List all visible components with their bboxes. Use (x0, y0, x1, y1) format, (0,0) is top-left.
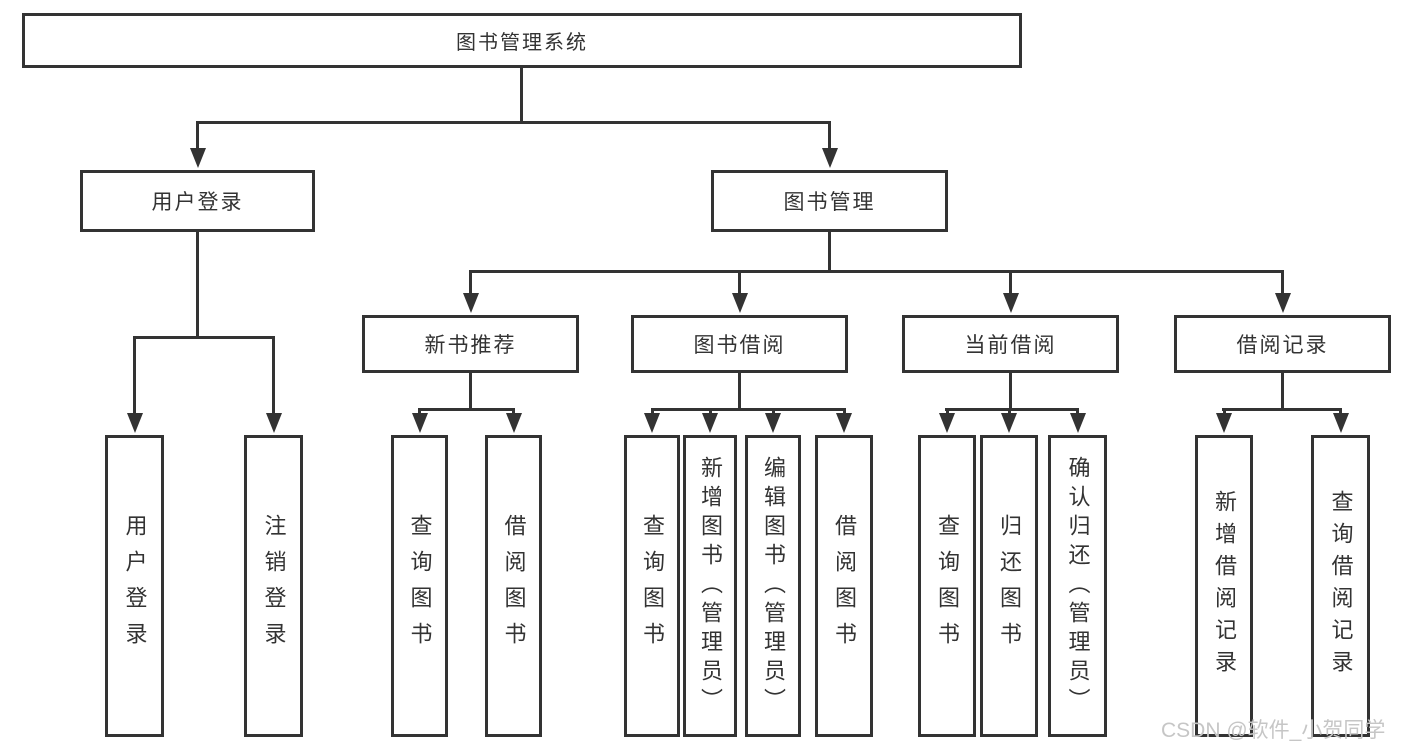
book-borrow-children-drop-0 (650, 408, 654, 415)
leaf-user-login-label: 用户登录 (122, 514, 148, 658)
book-mgmt-children-arrowhead-icon (462, 293, 479, 313)
book-borrow-children-arrowhead-icon (644, 413, 660, 433)
user-login-children-bar (133, 336, 275, 339)
book-mgmt-children-bar (469, 270, 1284, 273)
leaf-current-query-books: 查询图书 (918, 435, 976, 737)
node-borrow-record-label: 借阅记录 (1236, 334, 1329, 357)
leaf-add-borrow-record: 新增借阅记录 (1195, 435, 1253, 737)
current-borrow-children-stub (1009, 373, 1012, 411)
current-borrow-children-drop-0 (945, 408, 949, 415)
current-borrow-children-drop-2 (1076, 408, 1079, 415)
node-borrow-record: 借阅记录 (1174, 315, 1391, 373)
book-mgmt-children-arrowhead-icon (1002, 293, 1019, 313)
current-borrow-children-arrowhead-icon (939, 413, 955, 433)
new-book-rec-children-bar (418, 408, 515, 411)
leaf-recommend-query-books-label: 查询图书 (407, 514, 433, 658)
node-book-borrow-label: 图书借阅 (693, 334, 786, 357)
node-current-borrow-label: 当前借阅 (964, 334, 1057, 357)
leaf-confirm-return-admin: 确认归还（管理员） (1048, 435, 1107, 737)
leaf-query-borrow-record-label: 查询借阅记录 (1328, 490, 1354, 682)
node-book-management-label: 图书管理 (783, 191, 876, 214)
book-mgmt-children-drop-1 (738, 270, 741, 295)
leaf-add-books-admin-label: 新增图书（管理员） (698, 455, 723, 717)
book-borrow-children-drop-1 (708, 408, 712, 415)
leaf-current-query-books-label: 查询图书 (935, 514, 960, 658)
leaf-borrow-books-label: 借阅图书 (832, 514, 857, 658)
leaf-add-books-admin: 新增图书（管理员） (683, 435, 737, 737)
root-to-level2-arrowhead-icon (821, 148, 838, 168)
book-mgmt-children-drop-3 (1281, 270, 1284, 295)
root-to-level2-arrowhead-icon (189, 148, 206, 168)
leaf-borrow-books: 借阅图书 (815, 435, 873, 737)
new-book-rec-children-stub (469, 373, 472, 411)
book-mgmt-children-arrowhead-icon (1274, 293, 1291, 313)
current-borrow-children-drop-1 (1007, 408, 1011, 415)
node-current-borrow: 当前借阅 (902, 315, 1119, 373)
user-login-children-stub (196, 232, 199, 339)
leaf-logout: 注销登录 (244, 435, 303, 737)
current-borrow-children-arrowhead-icon (1069, 413, 1086, 433)
leaf-return-books: 归还图书 (980, 435, 1038, 737)
user-login-children-drop-0 (133, 336, 136, 415)
new-book-rec-children-drop-0 (418, 408, 421, 415)
book-mgmt-children-stub (828, 232, 831, 273)
new-book-rec-children-arrowhead-icon (411, 413, 428, 433)
book-borrow-children-drop-2 (771, 408, 775, 415)
leaf-borrow-query-books: 查询图书 (624, 435, 680, 737)
node-root: 图书管理系统 (22, 13, 1022, 68)
book-borrow-children-arrowhead-icon (765, 413, 781, 433)
leaf-edit-books-admin: 编辑图书（管理员） (745, 435, 801, 737)
book-borrow-children-stub (738, 373, 741, 411)
leaf-return-books-label: 归还图书 (997, 514, 1022, 658)
root-to-level2-drop-1 (828, 121, 831, 150)
leaf-recommend-query-books: 查询图书 (391, 435, 448, 737)
leaf-confirm-return-admin-label: 确认归还（管理员） (1065, 455, 1091, 717)
borrow-record-children-drop-0 (1222, 408, 1226, 415)
book-borrow-children-bar (651, 408, 846, 411)
leaf-recommend-borrow-books-label: 借阅图书 (501, 514, 527, 658)
borrow-record-children-stub (1281, 373, 1284, 411)
leaf-user-login: 用户登录 (105, 435, 164, 737)
book-mgmt-children-drop-0 (469, 270, 472, 295)
node-book-borrow: 图书借阅 (631, 315, 848, 373)
borrow-record-children-arrowhead-icon (1332, 413, 1349, 433)
leaf-add-borrow-record-label: 新增借阅记录 (1212, 490, 1237, 682)
root-to-level2-drop-0 (196, 121, 199, 150)
book-borrow-children-arrowhead-icon (836, 413, 852, 433)
current-borrow-children-arrowhead-icon (1001, 413, 1017, 433)
leaf-edit-books-admin-label: 编辑图书（管理员） (761, 455, 786, 717)
new-book-rec-children-drop-1 (512, 408, 515, 415)
book-borrow-children-arrowhead-icon (702, 413, 718, 433)
user-login-children-arrowhead-icon (265, 413, 282, 433)
root-to-level2-bar (196, 121, 831, 124)
leaf-recommend-borrow-books: 借阅图书 (485, 435, 542, 737)
borrow-record-children-arrowhead-icon (1216, 413, 1232, 433)
node-root-label: 图书管理系统 (456, 32, 588, 54)
root-to-level2-stub (519, 68, 523, 124)
book-mgmt-children-drop-2 (1009, 270, 1012, 295)
user-login-children-arrowhead-icon (126, 413, 143, 433)
new-book-rec-children-arrowhead-icon (505, 413, 522, 433)
leaf-logout-label: 注销登录 (261, 514, 287, 658)
node-new-book-recommend-label: 新书推荐 (424, 334, 517, 357)
csdn-watermark: CSDN @软件_小贺同学 (1161, 719, 1386, 742)
current-borrow-children-bar (945, 408, 1079, 411)
book-borrow-children-drop-3 (842, 408, 846, 415)
node-user-login: 用户登录 (80, 170, 315, 232)
leaf-query-borrow-record: 查询借阅记录 (1311, 435, 1370, 737)
node-new-book-recommend: 新书推荐 (362, 315, 579, 373)
book-mgmt-children-arrowhead-icon (731, 293, 748, 313)
user-login-children-drop-1 (272, 336, 275, 415)
leaf-borrow-query-books-label: 查询图书 (640, 514, 665, 658)
borrow-record-children-bar (1222, 408, 1342, 411)
node-user-login-label: 用户登录 (151, 191, 244, 214)
node-book-management: 图书管理 (711, 170, 948, 232)
borrow-record-children-drop-1 (1339, 408, 1342, 415)
